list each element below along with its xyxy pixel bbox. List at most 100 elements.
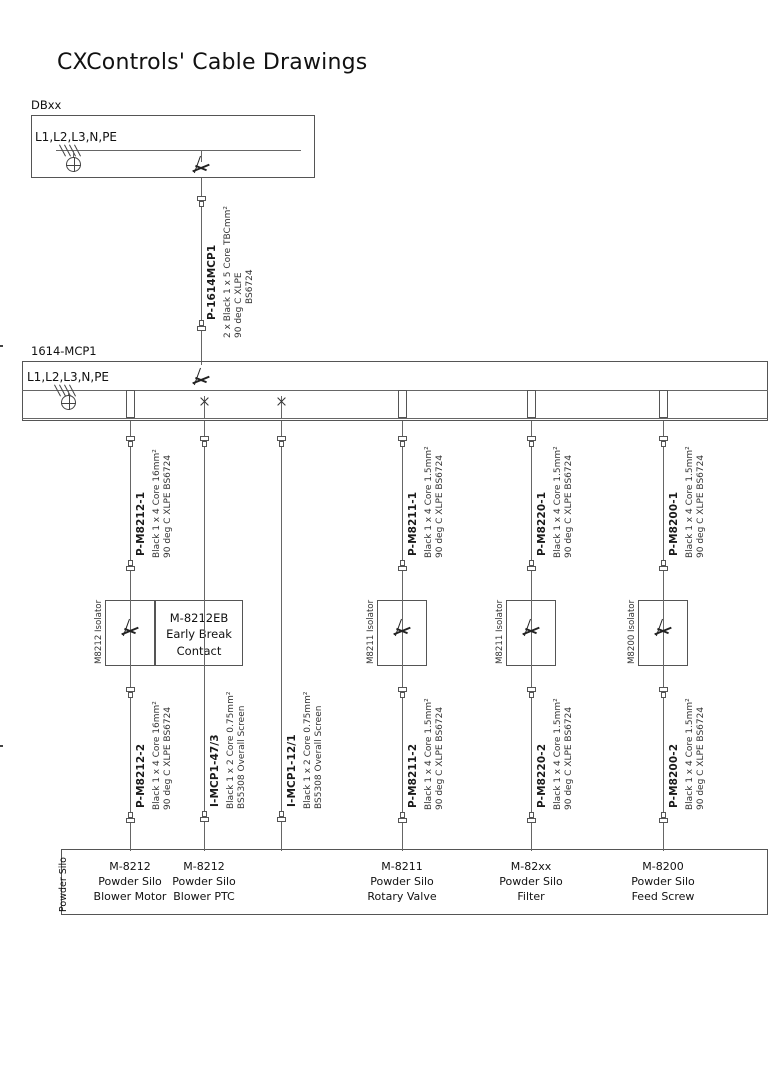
m8220-filter-isolator-internal-link bbox=[531, 600, 532, 666]
m8200-feedscrew-isolator-tag: M8200 Isolator bbox=[627, 599, 637, 664]
m8200-feedscrew-upper-cable-spec-1: Black 1 x 4 Core 1.5mm² bbox=[685, 446, 695, 558]
m8212-motor-lower-cable-spec-1: Black 1 x 4 Core 16mm² bbox=[152, 701, 162, 810]
mcp1-47-3-upper-gland-bottom-icon bbox=[199, 809, 210, 822]
m8200-feedscrew-upper-cable-id: P-M8200-1 bbox=[668, 491, 680, 556]
m8212-motor-lower-gland-bottom-icon bbox=[125, 810, 136, 823]
mcp1-12-1-upper-gland-top-icon bbox=[276, 436, 287, 449]
mcp1-47-3-upper-cable-run bbox=[204, 421, 205, 851]
m8200-feedscrew-lower-gland-top-icon bbox=[658, 687, 669, 700]
mcp-earth-icon bbox=[61, 395, 78, 412]
m8211-rotary-isolator-tag: M8211 Isolator bbox=[366, 599, 376, 664]
m8200-feedscrew-lower-gland-bottom-icon bbox=[658, 810, 669, 823]
m8200-feedscrew-upper-cable-run bbox=[663, 421, 664, 600]
m8211-rotary-isolator-internal-link bbox=[402, 600, 403, 666]
m8220-filter-fuse-icon[interactable] bbox=[526, 390, 536, 418]
m8220-filter-upper-cable-id: P-M8220-1 bbox=[536, 491, 548, 556]
m8211-rotary-upper-cable-id: P-M8211-1 bbox=[407, 491, 419, 556]
mcp-incomer-breaker-icon bbox=[191, 367, 211, 393]
m8211-rotary-upper-gland-top-icon bbox=[397, 436, 408, 449]
db-panel-box bbox=[31, 115, 315, 178]
m8220-filter-upper-gland-top-icon bbox=[526, 436, 537, 449]
m8220-filter-isolator-switch-icon[interactable] bbox=[521, 618, 541, 644]
feeder-cable-spec-2: 90 deg C XLPE bbox=[234, 272, 244, 338]
m8220-filter-upper-cable-spec-1: Black 1 x 4 Core 1.5mm² bbox=[553, 446, 563, 558]
m8212-motor-lower-cable-run bbox=[130, 666, 131, 851]
m8211-rotary-fuse-icon[interactable] bbox=[397, 390, 407, 418]
mcp1-12-1-upper-cable-run bbox=[281, 421, 282, 851]
db-earth-icon bbox=[66, 157, 83, 174]
m8220-filter-isolator-tag: M8211 Isolator bbox=[495, 599, 505, 664]
mcp-panel-tag: 1614-MCP1 bbox=[31, 344, 97, 358]
m8211-rotary-upper-cable-spec-1: Black 1 x 4 Core 1.5mm² bbox=[424, 446, 434, 558]
mcp-earth-drop bbox=[68, 390, 69, 396]
m8200-feedscrew-upper-gland-bottom-icon bbox=[658, 558, 669, 571]
mcp1-12-1-upper-gland-bottom-icon bbox=[276, 809, 287, 822]
m8212-motor-lower-gland-top-icon bbox=[125, 687, 136, 700]
m8211-rotary-upper-cable-spec-2: 90 deg C XLPE BS6724 bbox=[435, 454, 445, 558]
m8211-rotary-lower-cable-id: P-M8211-2 bbox=[407, 743, 419, 808]
m8212-motor-isolator-tag: M8212 Isolator bbox=[94, 599, 104, 664]
m8220-filter-upper-cable-run bbox=[531, 421, 532, 600]
mcp1-47-3-upper-gland-top-icon bbox=[199, 436, 210, 449]
page-title: CXControls' Cable Drawings bbox=[57, 50, 368, 75]
m8211-rotary-lower-cable-spec-2: 90 deg C XLPE BS6724 bbox=[435, 706, 445, 810]
m8200-feedscrew-fuse-icon[interactable] bbox=[658, 390, 668, 418]
mcp1-12-1-upper-cable-spec-1: Black 1 x 2 Core 0.75mm² bbox=[303, 691, 313, 809]
m8212-motor-upper-cable-run bbox=[130, 421, 131, 600]
m8211-rotary-lower-cable-run bbox=[402, 666, 403, 851]
db-panel-tag: DBxx bbox=[31, 98, 62, 112]
m8211-rotary-lower-gland-top-icon bbox=[397, 687, 408, 700]
m8200-feedscrew-upper-cable-spec-2: 90 deg C XLPE BS6724 bbox=[696, 454, 706, 558]
mcp1-47-3-bus-drop bbox=[204, 396, 205, 418]
feeder-cable-spec-1: 2 x Black 1 x 5 Core TBCmm² bbox=[223, 206, 233, 338]
feeder-cable-spec-3: BS6724 bbox=[245, 269, 255, 304]
mcp1-47-3-terminal-icon[interactable] bbox=[199, 396, 210, 407]
page-edge-mark-bottom bbox=[0, 745, 3, 747]
m8200-feedscrew-isolator-switch-icon[interactable] bbox=[653, 618, 673, 644]
db-breaker-stub-up bbox=[201, 150, 202, 162]
m8211-rotary-isolator-switch-icon[interactable] bbox=[392, 618, 412, 644]
m8212-motor-upper-gland-bottom-icon bbox=[125, 558, 136, 571]
m8220-filter-upper-gland-bottom-icon bbox=[526, 558, 537, 571]
m8212-motor-isolator-internal-link bbox=[130, 600, 131, 666]
m8212-motor-upper-gland-top-icon bbox=[125, 436, 136, 449]
m8211-rotary-lower-cable-spec-1: Black 1 x 4 Core 1.5mm² bbox=[424, 698, 434, 810]
m8212-motor-upper-cable-spec-2: 90 deg C XLPE BS6724 bbox=[163, 454, 173, 558]
mcp1-47-3-upper-cable-id: I-MCP1-47/3 bbox=[209, 734, 221, 807]
m8200-feedscrew-isolator-internal-link bbox=[663, 600, 664, 666]
m8212-motor-lower-cable-spec-2: 90 deg C XLPE BS6724 bbox=[163, 706, 173, 810]
m8220-filter-lower-cable-run bbox=[531, 666, 532, 851]
m8220-filter-lower-cable-id: P-M8220-2 bbox=[536, 743, 548, 808]
m8200-feedscrew-lower-cable-run bbox=[663, 666, 664, 851]
m8200-feedscrew-lower-cable-spec-2: 90 deg C XLPE BS6724 bbox=[696, 706, 706, 810]
m8212-motor-fuse-icon[interactable] bbox=[125, 390, 135, 418]
feeder-cable-id: P-1614MCP1 bbox=[206, 244, 218, 320]
db-bus-label: L1,L2,L3,N,PE bbox=[35, 130, 118, 144]
mcp1-12-1-upper-cable-id: I-MCP1-12/1 bbox=[286, 734, 298, 807]
feeder-cable-run bbox=[201, 178, 202, 365]
page-edge-mark-top bbox=[0, 345, 3, 347]
m8200-feedscrew-lower-cable-id: P-M8200-2 bbox=[668, 743, 680, 808]
mcp-busbar-bottom bbox=[22, 418, 768, 419]
mcp-bus-label: L1,L2,L3,N,PE bbox=[27, 370, 110, 384]
m8212-motor-lower-cable-id: P-M8212-2 bbox=[135, 743, 147, 808]
mcp1-47-3-upper-cable-spec-1: Black 1 x 2 Core 0.75mm² bbox=[226, 691, 236, 809]
m8220-filter-lower-gland-top-icon bbox=[526, 687, 537, 700]
m8212-motor-device-box bbox=[155, 600, 243, 666]
m8200-feedscrew-lower-cable-spec-1: Black 1 x 4 Core 1.5mm² bbox=[685, 698, 695, 810]
mcp1-12-1-terminal-icon[interactable] bbox=[276, 396, 287, 407]
m8212-motor-isolator-switch-icon[interactable] bbox=[120, 618, 140, 644]
m8211-rotary-upper-cable-run bbox=[402, 421, 403, 600]
feeder-gland-top-icon bbox=[196, 196, 207, 209]
m8220-filter-lower-cable-spec-2: 90 deg C XLPE BS6724 bbox=[564, 706, 574, 810]
m8220-filter-lower-gland-bottom-icon bbox=[526, 810, 537, 823]
m8220-filter-lower-cable-spec-1: Black 1 x 4 Core 1.5mm² bbox=[553, 698, 563, 810]
m8220-filter-upper-cable-spec-2: 90 deg C XLPE BS6724 bbox=[564, 454, 574, 558]
mcp1-47-3-upper-cable-spec-2: BS5308 Overall Screen bbox=[237, 705, 247, 809]
